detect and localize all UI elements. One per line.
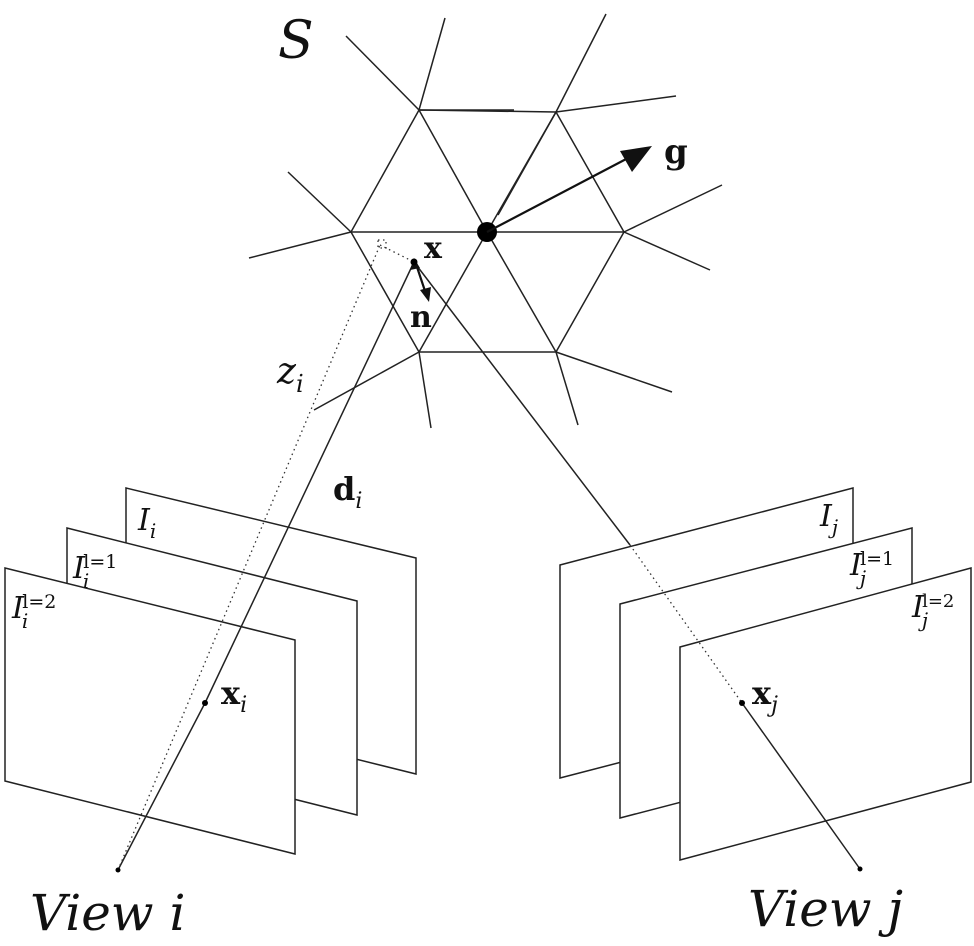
surface-mesh: [248, 13, 723, 429]
view-j-image-pyramid: [559, 487, 972, 861]
surface-label: S: [278, 11, 314, 71]
normal-label: n: [410, 300, 432, 335]
rays: [117, 239, 861, 871]
camera-center-j: [857, 866, 863, 872]
image-i-level1-label: Iil=1: [72, 551, 117, 593]
gradient-arrow: [486, 146, 652, 233]
ray-d-i: [204, 261, 415, 704]
projection-point-x-j: [739, 700, 745, 706]
image-i-level2-label: Iil=2: [11, 591, 56, 633]
projection-i-label: xi: [221, 674, 247, 718]
camera-center-i: [115, 867, 121, 873]
image-j-level1-label: Ijl=1: [849, 548, 894, 590]
projection-point-x-i: [202, 700, 208, 706]
depth-label: zi: [276, 351, 304, 398]
image-j-label: Ij: [819, 499, 838, 539]
view-i-caption: View i: [30, 884, 186, 942]
point-label: x: [424, 231, 443, 266]
image-j-level2-label: Ijl=2: [911, 590, 954, 632]
ray-label: di: [333, 470, 362, 514]
surface-point-x: [410, 258, 418, 266]
image-plane-j-level2: [679, 567, 972, 861]
view-i-image-pyramid: [4, 487, 417, 855]
view-j-caption: View j: [748, 880, 903, 938]
ray-to-view-j: [413, 261, 631, 546]
projection-j-label: xj: [752, 674, 778, 718]
image-i-label: Ii: [137, 503, 156, 543]
image-plane-i-level2: [4, 567, 296, 855]
gradient-label: g: [664, 132, 688, 172]
